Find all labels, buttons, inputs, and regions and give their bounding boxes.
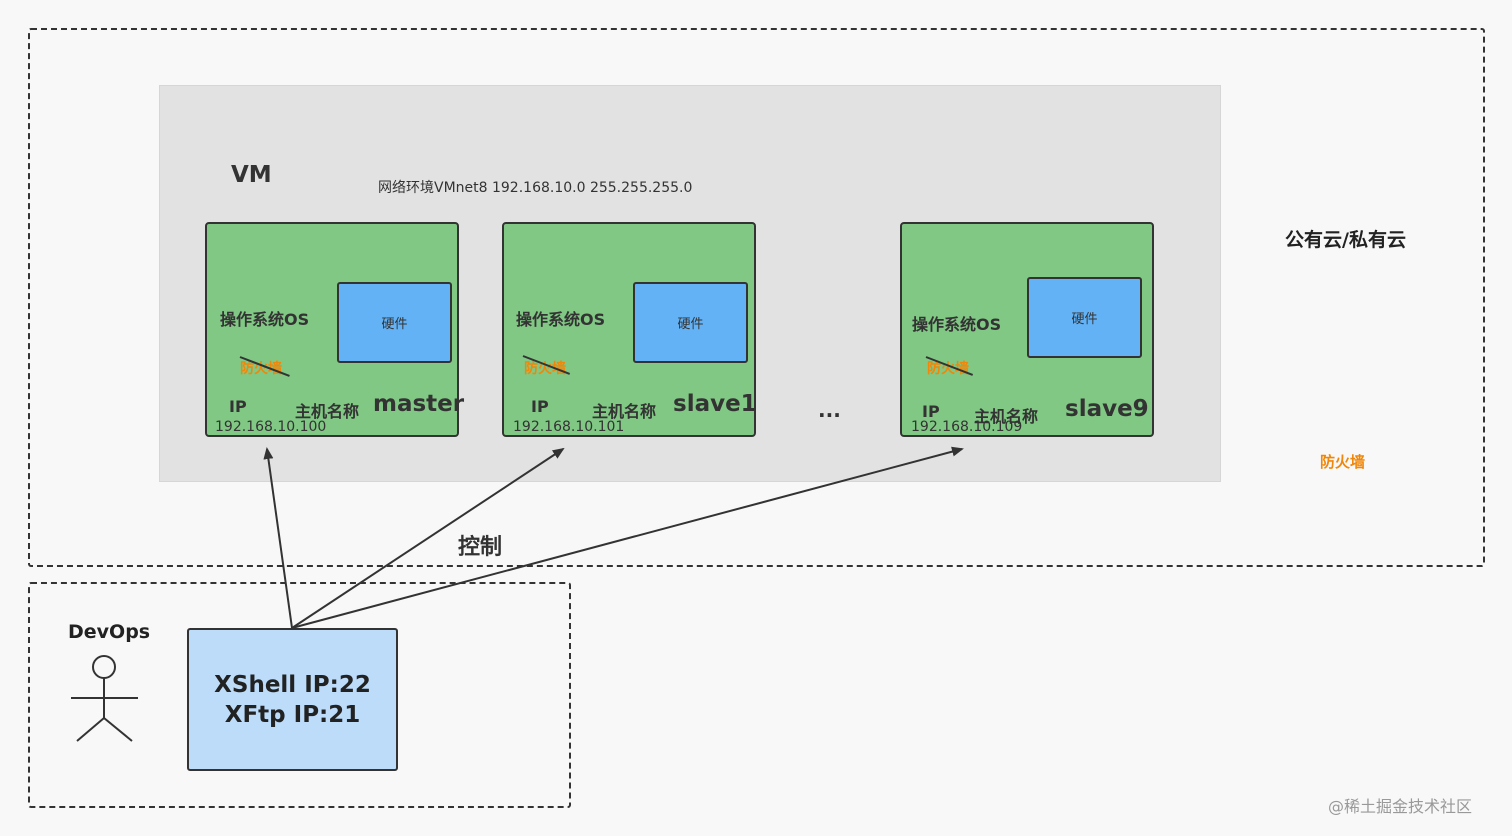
hardware-label: 硬件	[381, 317, 408, 332]
vm-label: VM	[231, 162, 272, 188]
ip-label: IP	[922, 402, 940, 421]
xshell-label: XShell IP:22	[214, 671, 371, 698]
devops-label: DevOps	[68, 621, 151, 643]
ip-label: IP	[229, 397, 247, 416]
ip-address: 192.168.10.109	[911, 419, 1023, 435]
host-label: 主机名称	[295, 402, 360, 421]
os-label: 操作系统OS	[516, 310, 606, 329]
host-name: slave9	[1065, 396, 1149, 422]
os-label: 操作系统OS	[912, 315, 1002, 334]
host-name: slave1	[673, 391, 757, 417]
network-label: 网络环境VMnet8 192.168.10.0 255.255.255.0	[378, 180, 693, 196]
host-label: 主机名称	[974, 407, 1039, 426]
control-label: 控制	[458, 535, 503, 560]
cloud-firewall-label: 防火墙	[1320, 453, 1366, 471]
node-firewall-label: 防火墙	[524, 361, 566, 377]
ip-label: IP	[531, 397, 549, 416]
vm-node-slave1: 硬件 操作系统OS 防火墙 IP 主机名称 slave1 192.168.10.…	[502, 222, 757, 437]
hardware-box: 硬件	[337, 282, 452, 363]
host-name: master	[373, 391, 465, 417]
node-firewall-label: 防火墙	[240, 361, 282, 377]
hardware-label: 硬件	[1071, 312, 1098, 327]
ops-tools-box: XShell IP:22 XFtp IP:21	[187, 628, 398, 771]
hardware-box: 硬件	[633, 282, 748, 363]
os-label: 操作系统OS	[220, 310, 310, 329]
vm-node-slave9: 硬件 操作系统OS 防火墙 IP 主机名称 slave9 192.168.10.…	[900, 222, 1154, 437]
ip-address: 192.168.10.101	[513, 419, 625, 435]
hardware-label: 硬件	[677, 317, 704, 332]
hardware-box: 硬件	[1027, 277, 1142, 358]
ellipsis: ...	[818, 398, 841, 422]
ip-address: 192.168.10.100	[215, 419, 327, 435]
vm-node-master: 硬件 操作系统OS 防火墙 IP 主机名称 master 192.168.10.…	[205, 222, 464, 437]
cloud-label: 公有云/私有云	[1285, 229, 1406, 251]
xftp-label: XFtp IP:21	[224, 701, 361, 728]
node-firewall-label: 防火墙	[927, 361, 969, 377]
host-label: 主机名称	[592, 402, 657, 421]
watermark: @稀土掘金技术社区	[1328, 797, 1473, 816]
